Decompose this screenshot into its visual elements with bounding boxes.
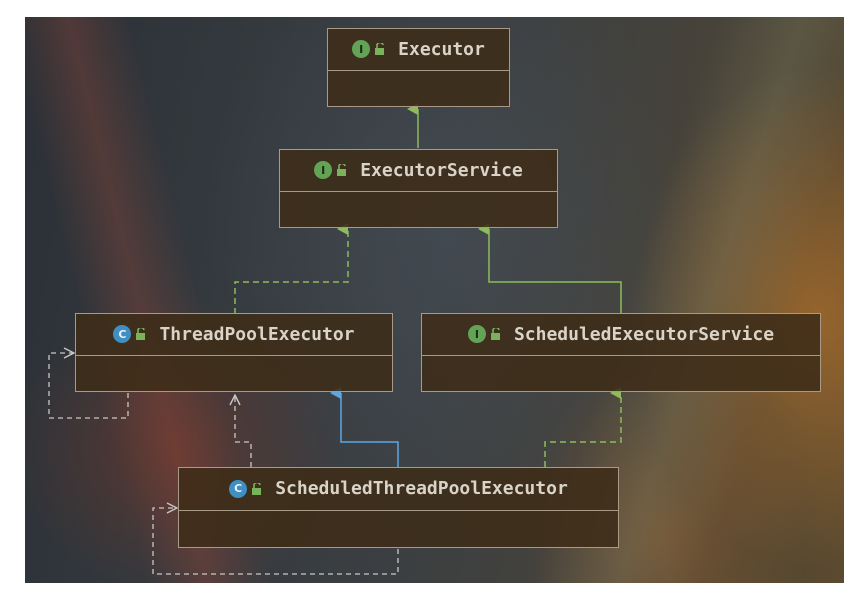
- edge-layer: [48, 103, 622, 575]
- node-scheduled-thread-pool-executor[interactable]: C ScheduledThreadPoolExecutor: [178, 467, 619, 548]
- diagram-canvas: I Executor I ExecutorService C ThreadPoo…: [25, 17, 844, 583]
- node-thread-pool-executor-name: ThreadPoolExecutor: [159, 323, 355, 345]
- edge-scheduledthreadpoolexecutor-to-threadpoolexecutor: [330, 387, 399, 467]
- node-executor-service-name: ExecutorService: [360, 159, 523, 181]
- edge-scheduledthreadpoolexecutor-self: [152, 508, 399, 575]
- unlocked-icon: [136, 328, 147, 341]
- node-executor-service-header: I ExecutorService: [280, 150, 557, 192]
- node-scheduled-thread-pool-executor-header: C ScheduledThreadPoolExecutor: [179, 468, 618, 511]
- edge-scheduledexecutorservice-to-executorservice: [478, 223, 622, 314]
- interface-icon: I: [314, 161, 333, 180]
- edge-threadpoolexecutor-self: [48, 353, 129, 419]
- node-executor-name: Executor: [398, 38, 485, 60]
- node-executor-service[interactable]: I ExecutorService: [279, 149, 558, 228]
- node-thread-pool-executor[interactable]: C ThreadPoolExecutor: [75, 313, 393, 392]
- node-scheduled-executor-service-name: ScheduledExecutorService: [513, 323, 775, 345]
- node-scheduled-thread-pool-executor-name: ScheduledThreadPoolExecutor: [275, 478, 568, 500]
- interface-icon: I: [352, 40, 371, 59]
- edge-scheduledthreadpoolexecutor-to-scheduledexecutorservice: [544, 387, 622, 467]
- unlocked-icon: [375, 43, 386, 56]
- node-thread-pool-executor-header: C ThreadPoolExecutor: [76, 314, 392, 356]
- unlocked-icon: [252, 482, 263, 495]
- edge-threadpoolexecutor-to-executorservice: [234, 223, 349, 314]
- class-icon: C: [113, 325, 132, 344]
- unlocked-icon: [490, 328, 502, 341]
- node-scheduled-executor-service-header: I ScheduledExecutorService: [422, 314, 820, 356]
- node-executor-header: I Executor: [328, 29, 509, 71]
- node-scheduled-executor-service[interactable]: I ScheduledExecutorService: [421, 313, 821, 392]
- edge-scheduledthreadpoolexecutor-dependency: [235, 395, 252, 467]
- class-icon: C: [229, 479, 248, 498]
- unlocked-icon: [337, 164, 348, 177]
- node-executor[interactable]: I Executor: [327, 28, 510, 107]
- interface-icon: I: [467, 325, 486, 344]
